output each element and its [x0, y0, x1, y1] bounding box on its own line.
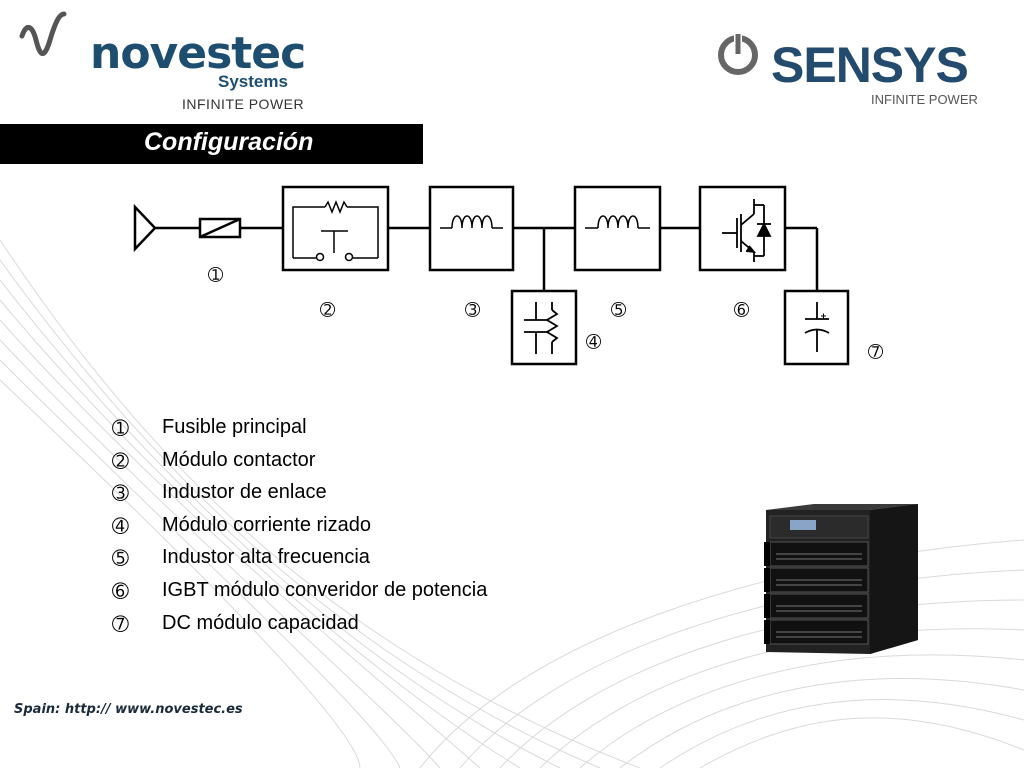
legend-text: IGBT módulo converidor de potencia [162, 578, 488, 601]
ups-cabinet-image [764, 504, 918, 654]
legend-text: Fusible principal [162, 416, 307, 438]
novestec-logo-icon [19, 11, 67, 56]
dc-capacitor-box [783, 289, 850, 366]
diagram-label-3: ➂ [465, 300, 480, 321]
diagram-label-1: ➀ [208, 265, 223, 286]
dc-capacitor-icon [804, 302, 830, 352]
hf-inductor-icon [585, 215, 650, 229]
contactor-symbol-icon [292, 199, 379, 262]
legend-text: Industor alta frecuencia [162, 546, 370, 569]
circuit-diagram: ➀ ➁ ➂ ➃ ➄ ➅ ➆ [133, 185, 883, 366]
igbt-transistor-icon [722, 199, 772, 262]
diagram-label-6: ➅ [734, 300, 749, 321]
legend-text: Módulo corriente rizado [162, 513, 371, 536]
page-title: Configuración [144, 128, 314, 156]
legend-text: DC módulo capacidad [162, 611, 359, 634]
sensys-tagline: INFINITE POWER [871, 92, 978, 107]
capacitor-resistor-icon [524, 302, 559, 354]
diagram-label-7: ➆ [868, 342, 883, 363]
diagram-label-4: ➃ [586, 332, 601, 353]
legend-number: ➁ [112, 450, 129, 473]
legend-number: ➀ [112, 418, 129, 440]
novestec-tagline: INFINITE POWER [182, 96, 305, 112]
sensys-power-icon [718, 32, 758, 75]
legend-text: Industor de enlace [162, 481, 327, 504]
sensys-logo: SENSYS INFINITE POWER [715, 30, 985, 110]
footer-website: Spain: http:// www.novestec.es [14, 702, 243, 717]
legend-number: ➃ [112, 515, 129, 538]
novestec-logo: novestec Systems INFINITE POWER [18, 10, 308, 115]
diagram-label-2: ➁ [320, 300, 335, 321]
legend-number: ➂ [112, 483, 129, 506]
novestec-brand-sub: Systems [218, 72, 288, 91]
novestec-brand-name: novestec [90, 28, 306, 79]
legend-text: Módulo contactor [162, 448, 316, 471]
diagram-label-5: ➄ [611, 300, 626, 321]
legend-number: ➄ [112, 548, 129, 571]
title-bar: Configuración [0, 124, 423, 164]
sensys-brand-name: SENSYS [771, 37, 969, 93]
input-terminal-icon [133, 203, 157, 253]
legend-number: ➆ [112, 613, 129, 636]
inductor-icon [440, 215, 503, 229]
legend-number: ➅ [112, 580, 129, 603]
igbt-module-box [698, 185, 787, 272]
ripple-current-box [510, 289, 578, 366]
